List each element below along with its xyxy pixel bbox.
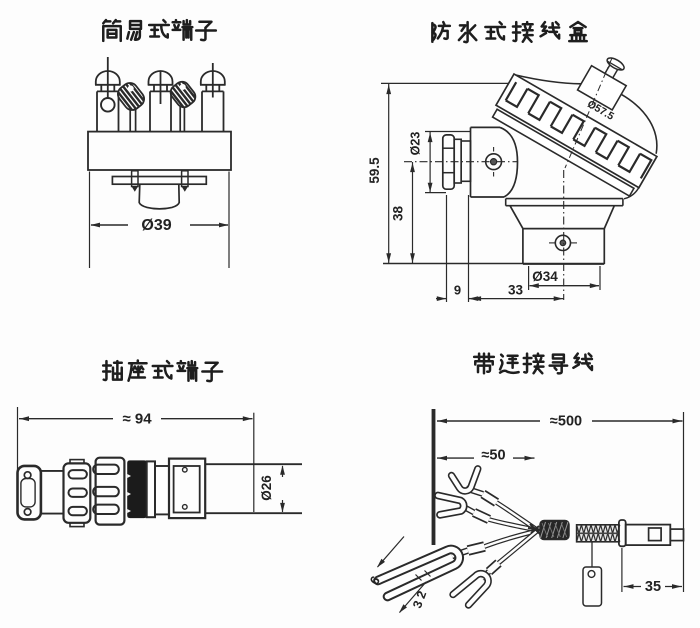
svg-text:3 2: 3 2: [410, 589, 429, 610]
svg-text:Ø26: Ø26: [259, 475, 274, 501]
svg-text:38: 38: [391, 206, 406, 222]
svg-text:≈500: ≈500: [550, 414, 582, 430]
svg-text:33: 33: [508, 283, 524, 298]
svg-text:≈ 94: ≈ 94: [122, 411, 152, 428]
svg-text:Ø23: Ø23: [409, 132, 423, 156]
svg-text:35: 35: [645, 579, 661, 595]
svg-text:59.5: 59.5: [367, 157, 382, 184]
svg-text:9: 9: [454, 283, 461, 298]
svg-text:Ø39: Ø39: [141, 217, 171, 234]
svg-text:≈50: ≈50: [481, 448, 505, 464]
svg-text:Ø34: Ø34: [532, 269, 558, 284]
